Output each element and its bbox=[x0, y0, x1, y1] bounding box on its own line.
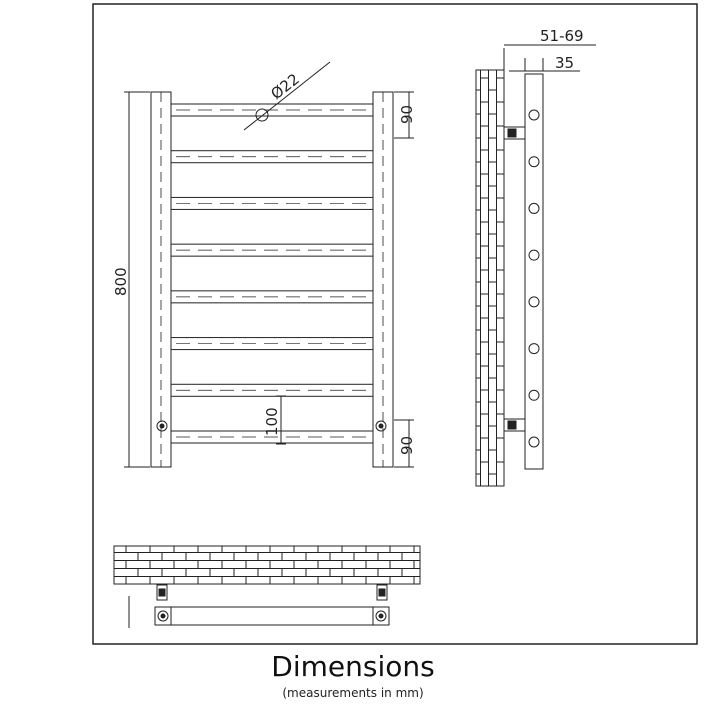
side-wall bbox=[475, 69, 505, 487]
bar-end-hole bbox=[528, 156, 540, 168]
towel-bar bbox=[170, 290, 374, 304]
bar-pitch-label: 100 bbox=[263, 407, 281, 436]
bar-end-hole bbox=[528, 249, 540, 261]
bar-end-hole bbox=[528, 109, 540, 121]
towel-bar bbox=[170, 243, 374, 257]
side-view bbox=[475, 44, 596, 487]
towel-bar bbox=[170, 103, 374, 117]
caption-title: Dimensions bbox=[271, 650, 435, 683]
left-valve bbox=[156, 420, 168, 432]
bar-end-hole bbox=[528, 202, 540, 214]
top-spacing-label: 90 bbox=[398, 105, 416, 124]
bar-end-hole bbox=[528, 343, 540, 355]
towel-bar bbox=[170, 337, 374, 351]
side-rail bbox=[524, 73, 544, 470]
diameter-leader bbox=[243, 61, 331, 131]
wall-depth-label: 51-69 bbox=[540, 27, 584, 45]
height-label: 800 bbox=[112, 267, 130, 296]
towel-bar bbox=[170, 383, 374, 397]
bottom-spacing-label: 90 bbox=[398, 436, 416, 455]
top-wall bbox=[113, 545, 421, 585]
bar-end-hole bbox=[528, 296, 540, 308]
top-rail bbox=[154, 606, 390, 626]
towel-bar bbox=[170, 196, 374, 210]
towel-bar bbox=[170, 150, 374, 164]
drawing-frame bbox=[92, 3, 698, 645]
rail-depth-label: 35 bbox=[555, 54, 574, 72]
bar-end-hole bbox=[528, 436, 540, 448]
top-view bbox=[113, 545, 421, 628]
front-view bbox=[124, 61, 414, 468]
caption-subtitle: (measurements in mm) bbox=[282, 686, 424, 700]
towel-bar bbox=[170, 430, 374, 444]
right-valve bbox=[375, 420, 387, 432]
bar-end-hole bbox=[528, 389, 540, 401]
diameter-label: Ø22 bbox=[267, 70, 302, 103]
